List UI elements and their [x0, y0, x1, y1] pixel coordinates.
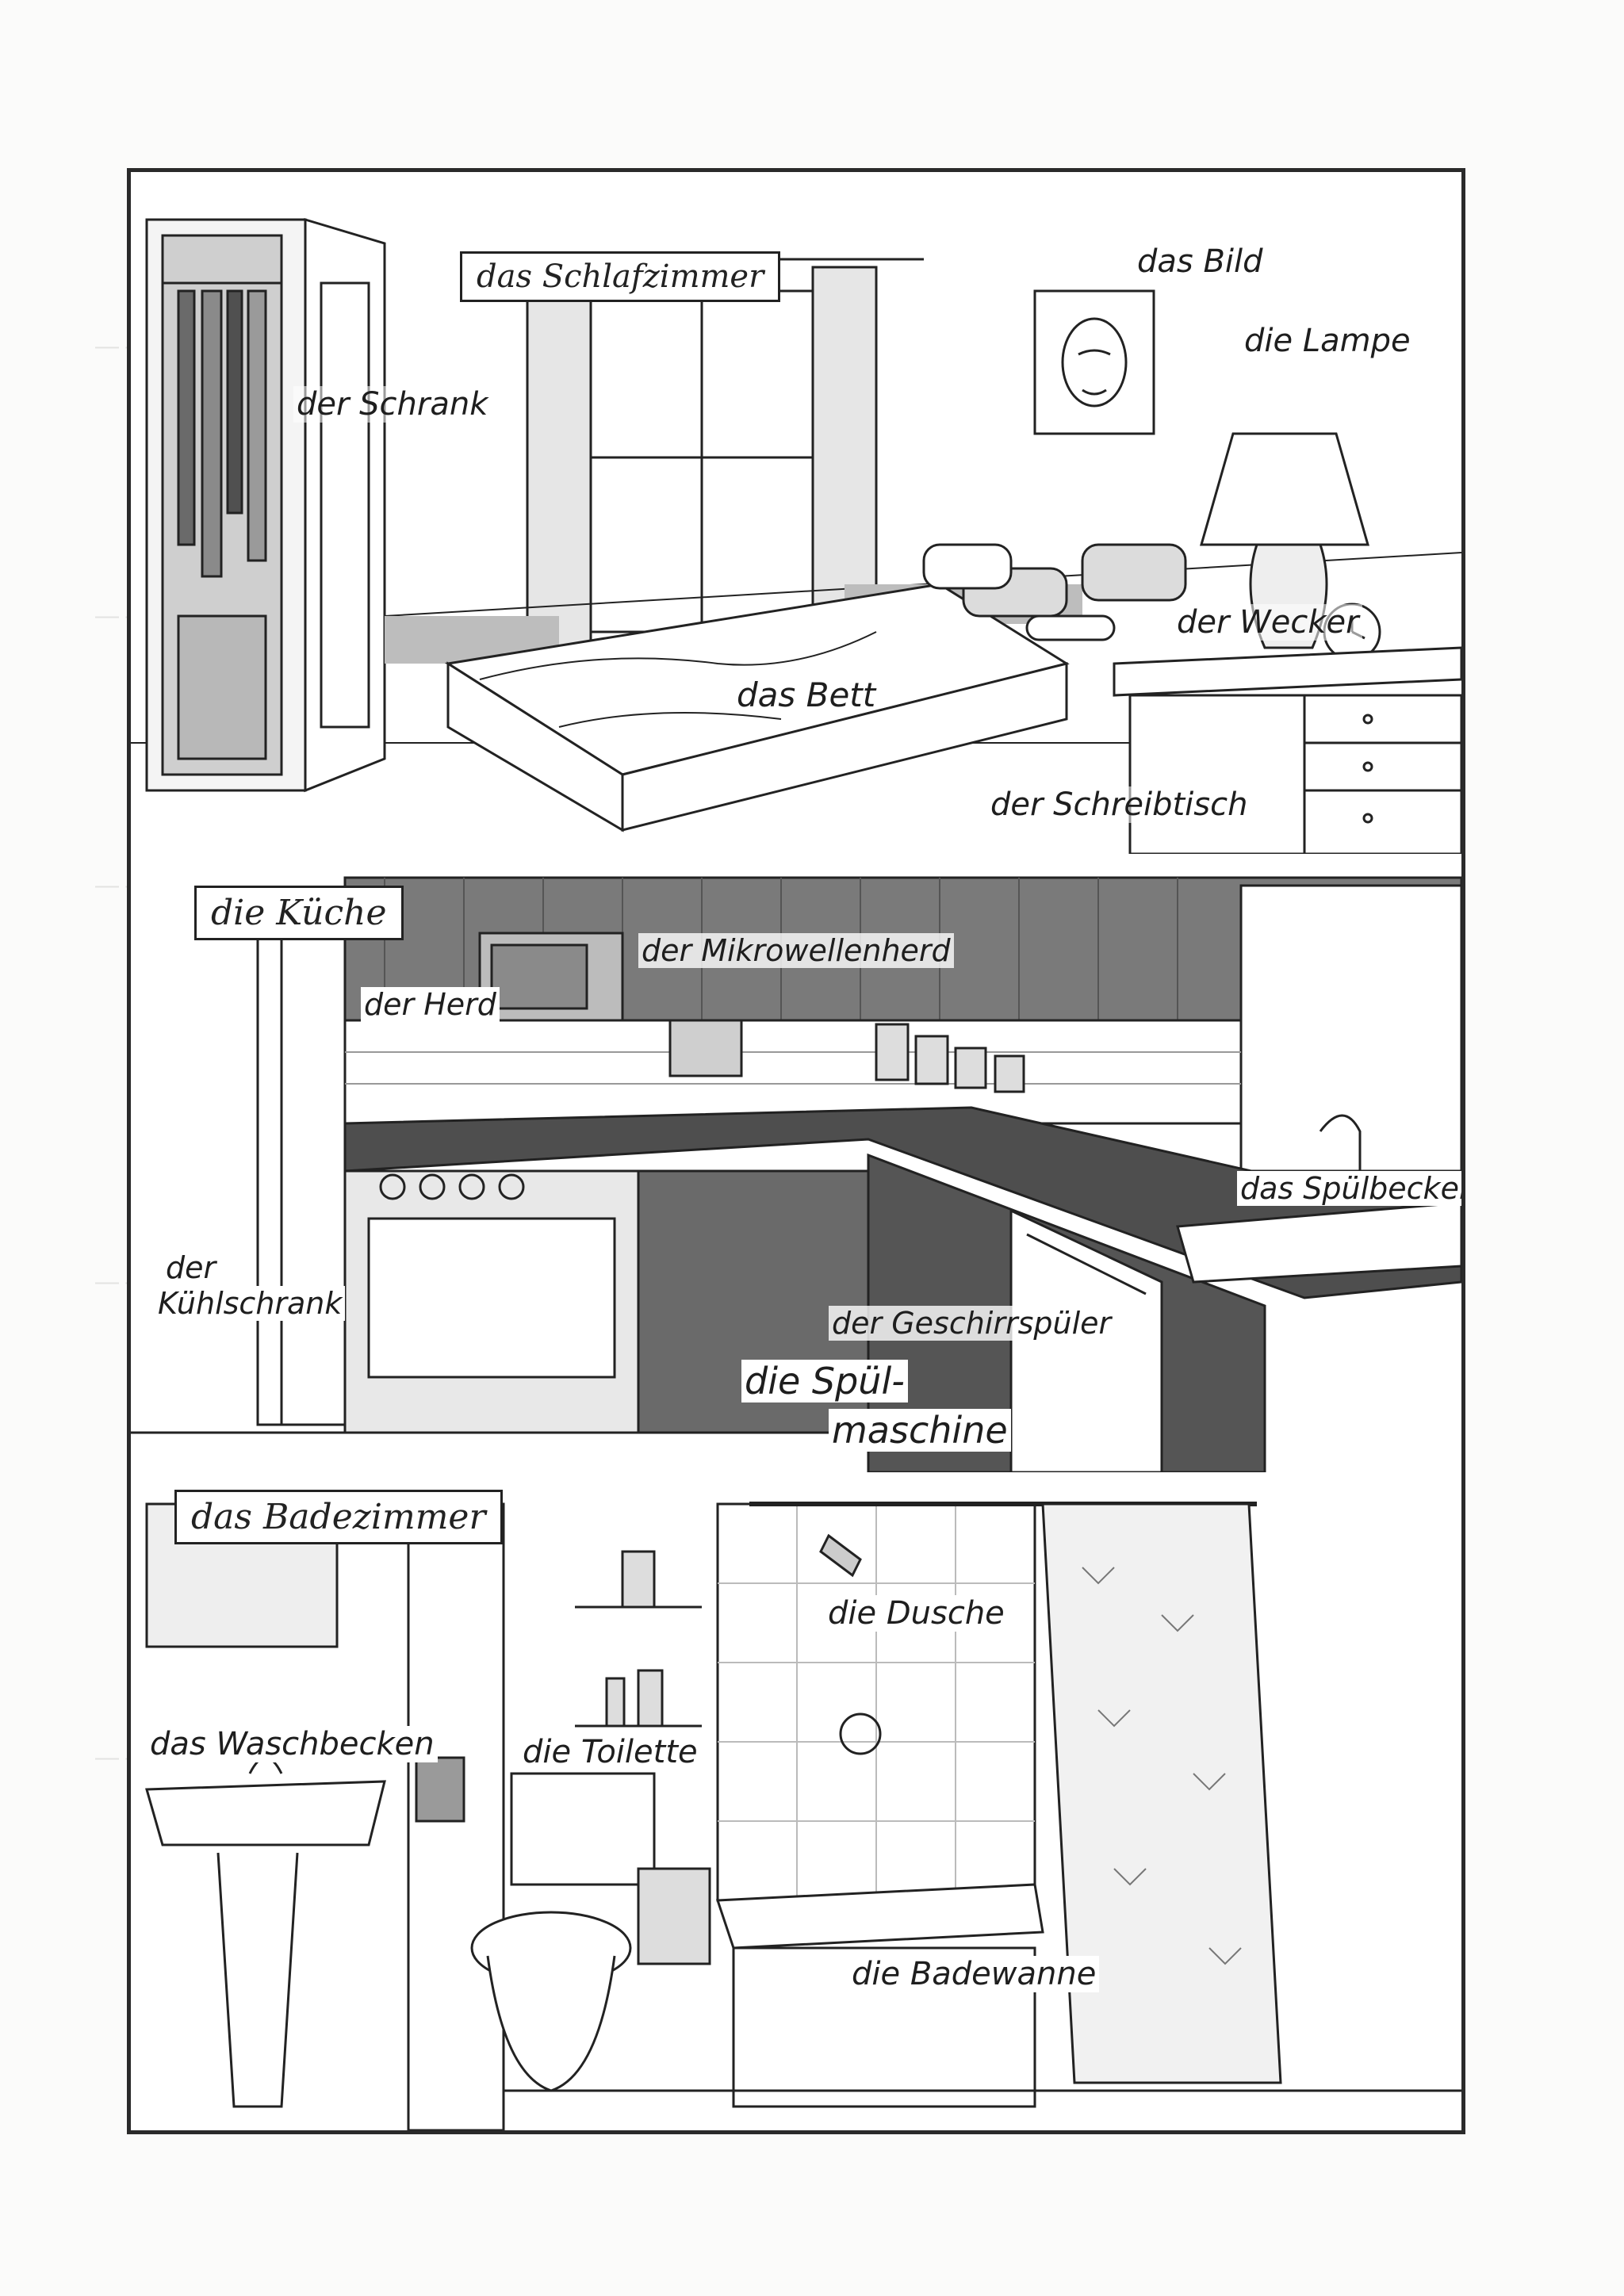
label-desk: der Schreibtisch	[987, 786, 1251, 823]
bathroom-title: das Badezimmer	[174, 1490, 503, 1544]
label-washbasin: das Waschbecken	[147, 1726, 438, 1762]
label-shower: die Dusche	[825, 1595, 1008, 1632]
label-alarm-clock: der Wecker	[1174, 604, 1362, 641]
label-dishwasher-alt-line1: die Spül-	[741, 1360, 908, 1402]
label-microwave: der Mikrowellenherd	[638, 933, 954, 968]
label-lamp: die Lampe	[1241, 323, 1414, 359]
label-bathtub: die Badewanne	[848, 1956, 1100, 1992]
bathroom-illustration	[145, 1502, 1461, 2130]
bedroom-panel: das Schlafzimmer das Bild die Lampe der …	[131, 172, 1461, 854]
label-fridge-line1: der	[163, 1250, 220, 1285]
label-picture: das Bild	[1134, 243, 1266, 280]
label-bed: das Bett	[737, 675, 876, 714]
bedroom-illustration	[131, 217, 1461, 854]
label-toilet: die Toilette	[519, 1734, 701, 1770]
bathroom-panel: das Badezimmer die Dusche das Waschbecke…	[131, 1472, 1461, 2130]
kitchen-title: die Küche	[194, 886, 404, 940]
kitchen-panel: die Küche der Mikrowellenherd der Herd d…	[131, 854, 1461, 1472]
label-fridge-line2: Kühlschrank	[155, 1286, 346, 1321]
label-wardrobe: der Schrank	[293, 386, 492, 423]
label-stove: der Herd	[361, 987, 500, 1022]
label-dishwasher: der Geschirrspüler	[829, 1306, 1115, 1341]
kitchen-illustration	[131, 876, 1461, 1472]
illustration-frame: das Schlafzimmer das Bild die Lampe der …	[127, 168, 1465, 2134]
label-sink: das Spülbecken	[1237, 1171, 1461, 1206]
bedroom-title: das Schlafzimmer	[460, 251, 781, 302]
label-dishwasher-alt-line2: maschine	[829, 1409, 1011, 1452]
